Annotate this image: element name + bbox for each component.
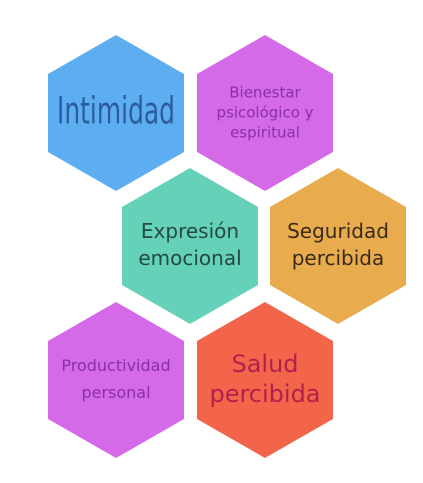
hexagon-seguridad: Seguridad percibida — [270, 168, 406, 324]
hexagon-expresion: Expresión emocional — [122, 168, 258, 324]
hexagon-productividad: Productividad personal — [48, 302, 184, 458]
hexagon-label: Bienestar — [229, 84, 301, 102]
hexagon-label: percibida — [209, 380, 320, 408]
hexagon-shape — [197, 302, 333, 458]
hexagon-shape — [48, 35, 184, 191]
hexagon-shape — [197, 35, 333, 191]
hexagon-label: emocional — [138, 246, 241, 270]
hexagon-shape — [270, 168, 406, 324]
hexagon-shape — [48, 302, 184, 458]
hexagon-label: psicológico y — [216, 104, 313, 122]
hexagon-label: percibida — [292, 246, 385, 270]
hexagon-shape — [122, 168, 258, 324]
hexagon-label: Salud — [231, 350, 298, 378]
hexagon-label: Expresión — [141, 219, 239, 243]
hexagon-bienestar: Bienestar psicológico y espiritual — [197, 35, 333, 191]
hexagon-label: personal — [81, 383, 150, 402]
hexagon-label: espiritual — [230, 124, 300, 142]
hexagon-label: Intimidad — [57, 90, 175, 133]
hexagon-intimidad: Intimidad — [48, 35, 184, 191]
hexagon-label: Productividad — [61, 356, 170, 375]
hexagon-label: Seguridad — [287, 219, 389, 243]
